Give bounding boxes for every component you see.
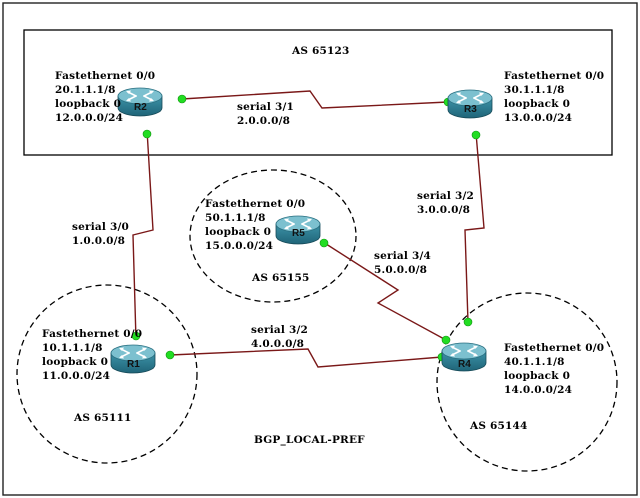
as65155-boundary [189, 169, 357, 303]
link-label-network: 4.0.0.0/8 [251, 338, 304, 350]
as65144-label: AS 65144 [469, 420, 528, 432]
r5-info-line: 50.1.1.1/8 [205, 212, 266, 224]
link-r2-r3 [181, 90, 449, 109]
router-r4-info: Fastethernet 0/0 40.1.1.1/8 loopback 0 1… [504, 342, 604, 396]
router-r2-info: Fastethernet 0/0 20.1.1.1/8 loopback 0 1… [55, 70, 155, 124]
router-r4[interactable]: R4 [441, 342, 487, 372]
router-r5-name: R5 [292, 228, 305, 239]
r3-info-line: 30.1.1.1/8 [504, 84, 565, 96]
router-r1-name: R1 [127, 359, 140, 370]
link-r2-r1-label: serial 3/0 1.0.0.0/8 [72, 221, 129, 247]
port-r3-s [471, 130, 481, 140]
router-r5-info: Fastethernet 0/0 50.1.1.1/8 loopback 0 1… [205, 198, 305, 252]
link-r5-r4 [322, 241, 447, 341]
link-r1-r4 [169, 348, 443, 368]
r3-info-line: 13.0.0.0/24 [504, 112, 572, 124]
router-r1-info: Fastethernet 0/0 10.1.1.1/8 loopback 0 1… [42, 328, 142, 382]
port-r1-e [165, 350, 175, 360]
link-label-interface: serial 3/4 [374, 250, 431, 262]
links [132, 90, 485, 368]
link-label-network: 3.0.0.0/8 [417, 204, 470, 216]
r4-info-line: Fastethernet 0/0 [504, 342, 604, 354]
router-r4-name: R4 [458, 359, 471, 370]
as65123-boundary [23, 29, 613, 156]
router-r1[interactable]: R1 [110, 344, 156, 374]
r2-info-line: loopback 0 [55, 98, 121, 110]
link-label-interface: serial 3/2 [417, 190, 474, 202]
link-r3-r4-label: serial 3/2 3.0.0.0/8 [417, 190, 474, 216]
r2-info-line: 12.0.0.0/24 [55, 112, 123, 124]
as65123-label: AS 65123 [291, 45, 350, 57]
as65144-boundary [436, 292, 618, 472]
r1-info-line: 10.1.1.1/8 [42, 342, 103, 354]
router-r5[interactable]: R5 [275, 215, 321, 245]
diagram-caption: BGP_LOCAL-PREF [254, 434, 365, 447]
r1-info-line: 11.0.0.0/24 [42, 370, 110, 382]
link-label-interface: serial 3/2 [251, 324, 308, 336]
r3-info-line: Fastethernet 0/0 [504, 70, 604, 82]
r1-info-line: loopback 0 [42, 356, 108, 368]
router-r3[interactable]: R3 [447, 89, 493, 119]
r1-info-line: Fastethernet 0/0 [42, 328, 142, 340]
as65111-label: AS 65111 [73, 412, 132, 424]
link-label-network: 2.0.0.0/8 [237, 115, 290, 127]
as65155-label: AS 65155 [251, 272, 310, 284]
r4-info-line: 14.0.0.0/24 [504, 384, 572, 396]
port-r4-n [463, 317, 473, 327]
r4-info-line: 40.1.1.1/8 [504, 356, 565, 368]
link-label-network: 5.0.0.0/8 [374, 264, 427, 276]
router-r3-info: Fastethernet 0/0 30.1.1.1/8 loopback 0 1… [504, 70, 604, 124]
link-label-network: 1.0.0.0/8 [72, 235, 125, 247]
port-r2-s [142, 129, 152, 139]
link-r3-r4 [464, 132, 485, 323]
port-r2-e [177, 94, 187, 104]
r2-info-line: Fastethernet 0/0 [55, 70, 155, 82]
link-r1-r4-label: serial 3/2 4.0.0.0/8 [251, 324, 308, 350]
port-r5-se [319, 238, 329, 248]
r5-info-line: 15.0.0.0/24 [205, 240, 273, 252]
r5-info-line: loopback 0 [205, 226, 271, 238]
port-r1-n [131, 331, 141, 341]
router-r3-name: R3 [464, 104, 477, 115]
r2-info-line: 20.1.1.1/8 [55, 84, 116, 96]
r5-info-line: Fastethernet 0/0 [205, 198, 305, 210]
as65111-boundary [16, 284, 198, 464]
link-r2-r3-label: serial 3/1 2.0.0.0/8 [237, 101, 294, 127]
router-r2-name: R2 [134, 102, 147, 113]
link-r5-r4-label: serial 3/4 5.0.0.0/8 [374, 250, 431, 276]
r3-info-line: loopback 0 [504, 98, 570, 110]
r4-info-line: loopback 0 [504, 370, 570, 382]
port-r4-nw [441, 335, 451, 345]
link-r2-r1 [132, 129, 154, 341]
router-r2[interactable]: R2 [117, 87, 163, 117]
link-label-interface: serial 3/1 [237, 101, 294, 113]
link-label-interface: serial 3/0 [72, 221, 129, 233]
